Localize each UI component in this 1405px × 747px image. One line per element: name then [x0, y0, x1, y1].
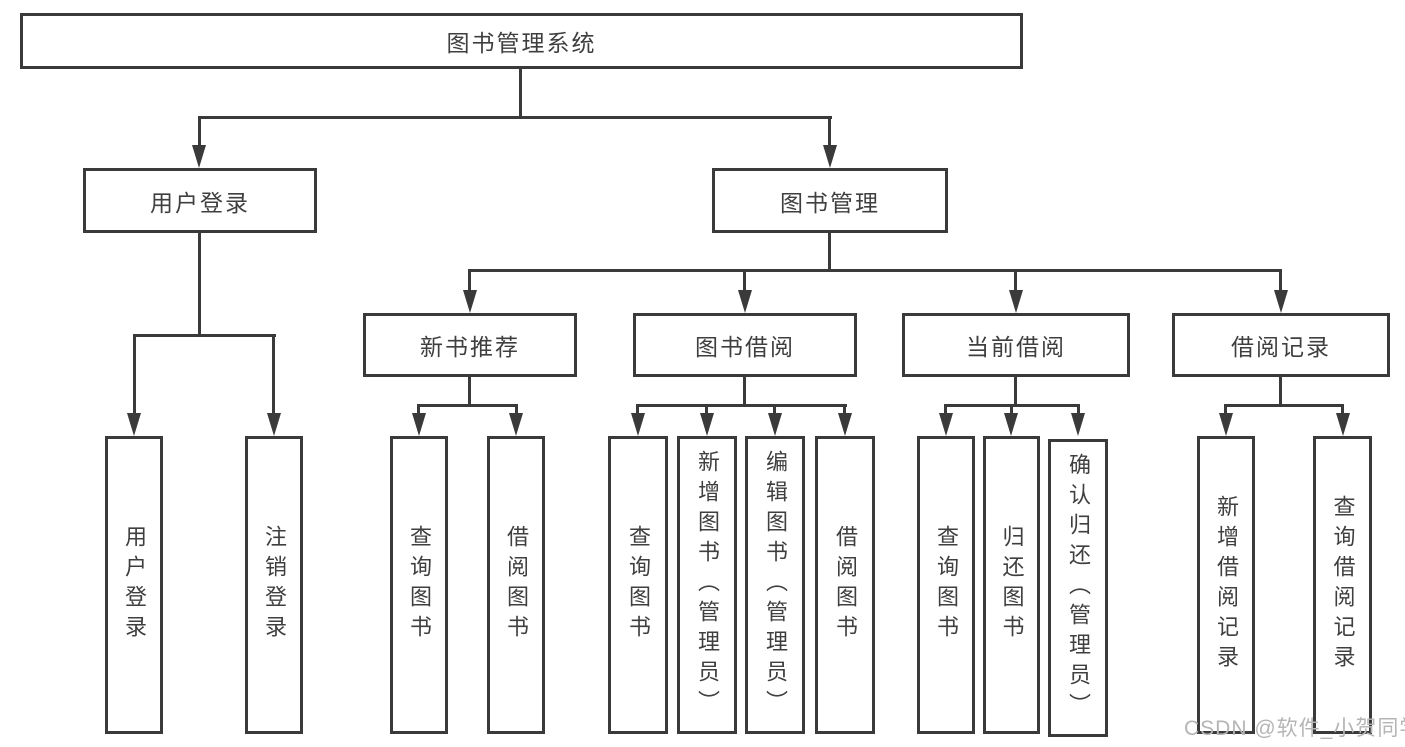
connector-drop: [828, 116, 831, 148]
connector-bar: [636, 404, 847, 407]
leaf-label: 查询借阅记录: [1330, 495, 1356, 675]
leaf-label: 归还图书: [999, 525, 1025, 645]
connector-drop: [272, 334, 275, 415]
node-user-login: 用户登录: [83, 168, 317, 233]
connector-drop: [1341, 404, 1344, 418]
connector-drop: [515, 404, 518, 418]
connector-drop: [1279, 269, 1282, 293]
leaf-borrow-book-1: 借阅图书: [487, 436, 545, 734]
arrow-down-icon: [838, 413, 852, 436]
connector-drop: [1014, 269, 1017, 293]
connector-drop: [468, 269, 471, 293]
leaf-query-borrow-record: 查询借阅记录: [1313, 436, 1372, 734]
arrow-down-icon: [1009, 290, 1023, 313]
leaf-label: 借阅图书: [504, 525, 529, 645]
leaf-logout: 注销登录: [245, 436, 303, 734]
arrow-down-icon: [127, 413, 141, 436]
arrow-down-icon: [768, 413, 782, 436]
connector-stem: [743, 377, 746, 407]
arrow-down-icon: [192, 145, 206, 168]
arrow-down-icon: [1004, 413, 1018, 436]
connector-level2-bar: [198, 116, 832, 119]
node-current-borrow: 当前借阅: [902, 313, 1130, 377]
connector-drop: [773, 404, 776, 418]
leaf-edit-book-admin: 编辑图书（管理员）: [745, 436, 805, 734]
connector-bar: [1224, 404, 1344, 407]
leaf-query-book-3: 查询图书: [917, 436, 975, 734]
connector-drop: [944, 404, 947, 418]
connector-drop: [198, 116, 201, 148]
node-borrow-record: 借阅记录: [1172, 313, 1390, 377]
leaf-label: 编辑图书（管理员）: [763, 450, 788, 720]
connector-drop: [1224, 404, 1227, 418]
leaf-label: 注销登录: [262, 525, 287, 645]
node-root: 图书管理系统: [20, 13, 1023, 69]
connector-drop: [705, 404, 708, 418]
connector-drop: [1077, 404, 1080, 418]
leaf-confirm-return-admin: 确认归还（管理员）: [1048, 439, 1108, 737]
connector-drop: [636, 404, 639, 418]
connector-bar: [417, 404, 518, 407]
arrow-down-icon: [412, 413, 426, 436]
connector-drop: [417, 404, 420, 418]
arrow-down-icon: [1071, 413, 1085, 436]
leaf-add-book-admin: 新增图书（管理员）: [677, 436, 737, 734]
arrow-down-icon: [939, 413, 953, 436]
leaf-query-book-1: 查询图书: [390, 436, 448, 734]
leaf-label: 查询图书: [626, 525, 651, 645]
connector-root-stem: [519, 69, 522, 118]
connector-stem: [1014, 377, 1017, 407]
leaf-query-book-2: 查询图书: [608, 436, 668, 734]
connector-level3-bar: [468, 269, 1282, 272]
arrow-down-icon: [1219, 413, 1233, 436]
node-new-book-recommend: 新书推荐: [363, 313, 577, 377]
arrow-down-icon: [738, 290, 752, 313]
arrow-down-icon: [700, 413, 714, 436]
connector-userlogin-bar: [133, 334, 276, 337]
arrow-down-icon: [463, 290, 477, 313]
leaf-label: 用户登录: [122, 525, 147, 645]
leaf-label: 借阅图书: [833, 525, 858, 645]
leaf-label: 查询图书: [407, 525, 432, 645]
leaf-label: 查询图书: [934, 525, 959, 645]
leaf-borrow-book-2: 借阅图书: [815, 436, 875, 734]
connector-stem: [1279, 377, 1282, 407]
leaf-label: 确认归还（管理员）: [1066, 453, 1091, 723]
connector-drop: [843, 404, 846, 418]
connector-drop: [133, 334, 136, 415]
connector-userlogin-stem: [198, 233, 201, 337]
connector-bookmgmt-stem: [828, 233, 831, 272]
leaf-label: 新增图书（管理员）: [695, 450, 720, 720]
arrow-down-icon: [1336, 413, 1350, 436]
connector-drop: [1010, 404, 1013, 418]
node-book-borrow: 图书借阅: [633, 313, 857, 377]
leaf-user-login: 用户登录: [105, 436, 163, 734]
csdn-watermark: CSDN @软件_小贺同学: [1184, 717, 1405, 740]
node-book-management: 图书管理: [712, 168, 948, 233]
connector-stem: [468, 377, 471, 407]
leaf-label: 新增借阅记录: [1214, 495, 1239, 675]
arrow-down-icon: [509, 413, 523, 436]
arrow-down-icon: [631, 413, 645, 436]
arrow-down-icon: [1274, 290, 1288, 313]
leaf-return-book: 归还图书: [983, 436, 1040, 734]
arrow-down-icon: [823, 145, 837, 168]
connector-drop: [743, 269, 746, 293]
arrow-down-icon: [267, 413, 281, 436]
leaf-add-borrow-record: 新增借阅记录: [1197, 436, 1255, 734]
